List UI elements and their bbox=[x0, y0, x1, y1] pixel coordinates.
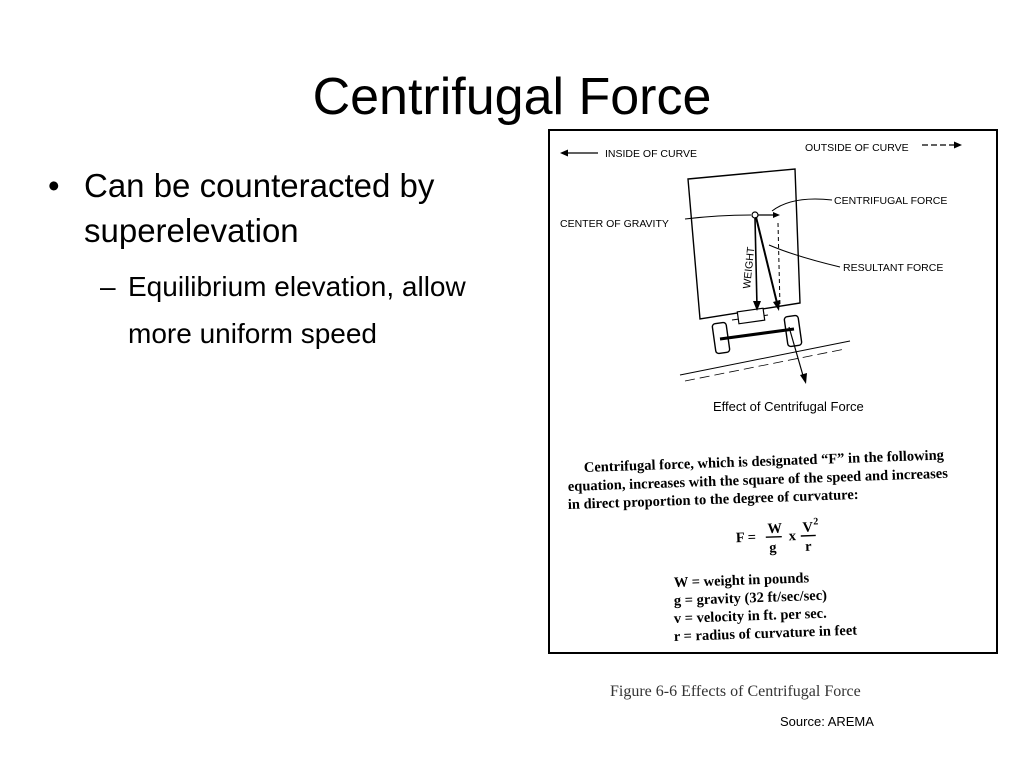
equation-v: V bbox=[802, 520, 814, 536]
inside-of-curve-label: INSIDE OF CURVE bbox=[605, 148, 697, 160]
center-of-gravity-label: CENTER OF GRAVITY bbox=[560, 218, 669, 230]
dash-icon: – bbox=[100, 271, 116, 302]
weight-label: WEIGHT bbox=[741, 246, 757, 290]
bullet-item: • Can be counteracted by superelevation bbox=[48, 163, 498, 253]
equation-r: r bbox=[805, 539, 813, 555]
equation-g: g bbox=[769, 540, 778, 556]
variable-legend: W = weight in pounds g = gravity (32 ft/… bbox=[674, 570, 858, 645]
inside-of-curve-arrow bbox=[560, 149, 598, 157]
bullet-dot-icon: • bbox=[48, 167, 60, 204]
source-note: Source: AREMA bbox=[780, 714, 874, 729]
equation-x: x bbox=[789, 528, 798, 544]
description-text: Centrifugal force, which is designated “… bbox=[568, 447, 949, 513]
equation-lhs: F = bbox=[736, 530, 757, 547]
centrifugal-force-figure: INSIDE OF CURVE OUTSIDE OF CURVE bbox=[548, 129, 998, 654]
equation-w: W bbox=[767, 521, 783, 538]
figure-caption: Figure 6-6 Effects of Centrifugal Force bbox=[610, 683, 861, 700]
force-vectors bbox=[751, 211, 807, 384]
slide-title: Centrifugal Force bbox=[312, 68, 712, 126]
bullet-list: • Can be counteracted by superelevation … bbox=[48, 163, 498, 357]
railcar-body bbox=[687, 168, 803, 355]
equation: F = W g x V 2 r bbox=[736, 516, 819, 556]
sub-bullet-text: Equilibrium elevation, allow more unifor… bbox=[128, 271, 466, 349]
resultant-force-label: RESULTANT FORCE bbox=[843, 262, 943, 274]
centrifugal-force-label: CENTRIFUGAL FORCE bbox=[834, 195, 947, 207]
legend-line: r = radius of curvature in feet bbox=[674, 623, 858, 645]
outside-of-curve-label: OUTSIDE OF CURVE bbox=[805, 142, 909, 154]
figure-diagram: INSIDE OF CURVE OUTSIDE OF CURVE bbox=[560, 141, 962, 645]
sub-bullet-item: – Equilibrium elevation, allow more unif… bbox=[100, 263, 498, 357]
legend-line: v = velocity in ft. per sec. bbox=[674, 606, 827, 627]
rail-line bbox=[679, 340, 851, 382]
legend-line: g = gravity (32 ft/sec/sec) bbox=[674, 588, 828, 609]
equation-exponent: 2 bbox=[813, 516, 818, 527]
outside-of-curve-arrow bbox=[922, 141, 962, 149]
legend-line: W = weight in pounds bbox=[674, 570, 810, 591]
effect-caption: Effect of Centrifugal Force bbox=[713, 399, 864, 414]
bullet-text: Can be counteracted by superelevation bbox=[84, 167, 435, 249]
